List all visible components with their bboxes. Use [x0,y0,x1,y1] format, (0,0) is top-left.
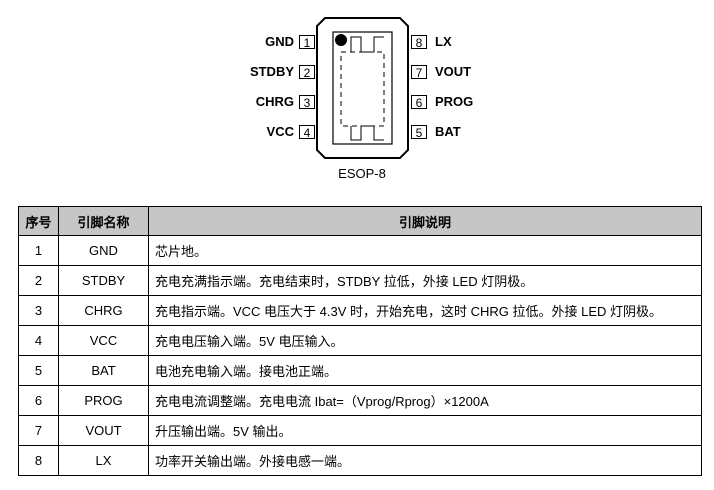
row-pin-name: PROG [58,385,149,416]
row-description: 升压输出端。5V 输出。 [148,415,702,446]
row-description: 充电充满指示端。充电结束时，STDBY 拉低，外接 LED 灯阴极。 [148,265,702,296]
table-row: 4 VCC 充电电压输入端。5V 电压输入。 [18,325,702,356]
row-number: 8 [18,445,59,476]
pin-name-right-5: BAT [435,124,461,139]
row-number: 6 [18,385,59,416]
pin-number-right-6: 6 [411,95,427,110]
header-pin-name: 引脚名称 [58,206,149,236]
table-row: 6 PROG 充电电流调整端。充电电流 Ibat=（Vprog/Rprog）×1… [18,385,702,416]
row-description: 功率开关输出端。外接电感一端。 [148,445,702,476]
pin-name-left-3: CHRG [255,94,294,109]
row-pin-name: VCC [58,325,149,356]
table-row: 1 GND 芯片地。 [18,235,702,266]
pin-name-left-1: GND [265,34,294,49]
pin-name-right-7: VOUT [435,64,472,79]
pin-number-right-8: 8 [411,35,427,50]
row-number: 2 [18,265,59,296]
row-description: 充电电压输入端。5V 电压输入。 [148,325,702,356]
row-description: 电池充电输入端。接电池正端。 [148,355,702,386]
row-pin-name: VOUT [58,415,149,446]
package-caption: ESOP-8 [338,166,386,181]
exposed-pad [340,51,385,127]
header-number: 序号 [18,206,59,236]
table-header-row: 序号 引脚名称 引脚说明 [18,206,702,236]
pin-number-left-2: 2 [299,65,315,80]
table-row: 2 STDBY 充电充满指示端。充电结束时，STDBY 拉低，外接 LED 灯阴… [18,265,702,296]
table-row: 7 VOUT 升压输出端。5V 输出。 [18,415,702,446]
row-number: 5 [18,355,59,386]
header-pin-description: 引脚说明 [148,206,702,236]
table-row: 5 BAT 电池充电输入端。接电池正端。 [18,355,702,386]
row-description: 充电指示端。VCC 电压大于 4.3V 时，开始充电，这时 CHRG 拉低。外接… [148,295,702,326]
row-number: 4 [18,325,59,356]
pin-name-right-8: LX [435,34,452,49]
pin-number-left-1: 1 [299,35,315,50]
pin1-marker-icon [335,34,347,46]
row-pin-name: STDBY [58,265,149,296]
row-pin-name: GND [58,235,149,266]
row-pin-name: CHRG [58,295,149,326]
pin-name-left-2: STDBY [249,64,294,79]
package-outline [316,17,409,159]
pin-number-right-7: 7 [411,65,427,80]
row-description: 充电电流调整端。充电电流 Ibat=（Vprog/Rprog）×1200A [148,385,702,416]
pin-name-right-6: PROG [435,94,474,109]
row-number: 3 [18,295,59,326]
table-row: 3 CHRG 充电指示端。VCC 电压大于 4.3V 时，开始充电，这时 CHR… [18,295,702,326]
pin-number-left-3: 3 [299,95,315,110]
row-number: 1 [18,235,59,266]
pin-name-left-4: VCC [266,124,294,139]
row-description: 芯片地。 [148,235,702,266]
pin-number-right-5: 5 [411,125,427,140]
pinout-diagram: GND 1 STDBY 2 CHRG 3 VCC 4 8 LX 7 VOUT 6… [0,0,714,200]
pin-description-table: 序号 引脚名称 引脚说明 1 GND 芯片地。 2 STDBY 充电充满指示端。… [18,206,702,476]
row-number: 7 [18,415,59,446]
pin-number-left-4: 4 [299,125,315,140]
row-pin-name: LX [58,445,149,476]
table-row: 8 LX 功率开关输出端。外接电感一端。 [18,445,702,476]
row-pin-name: BAT [58,355,149,386]
